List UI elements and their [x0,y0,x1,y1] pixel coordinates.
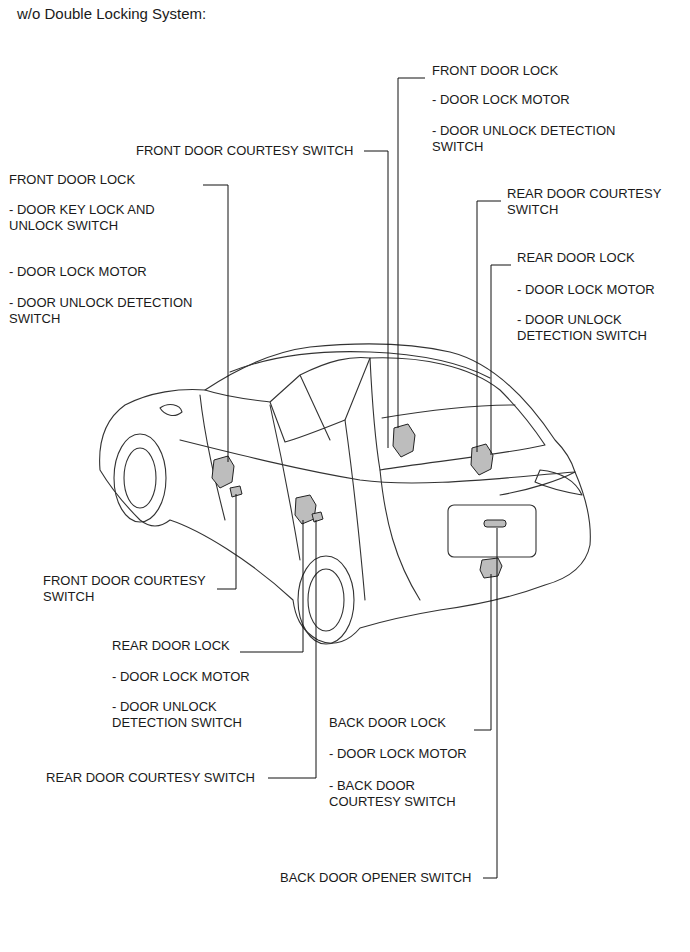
back-door-opener-switch [484,520,506,527]
tail-lamp [535,470,582,495]
part-name: REAR DOOR COURTESY SWITCH [46,770,255,786]
part-name: FRONT DOOR LOCK [432,63,558,79]
component-name: - DOOR UNLOCK DETECTION SWITCH [432,123,647,155]
front-wheel [114,434,166,522]
component-name: - DOOR UNLOCK DETECTION SWITCH [112,699,272,731]
component-name: - DOOR LOCK MOTOR [432,92,570,108]
front-door-lock-right [393,424,415,457]
rear-hatch [380,470,575,600]
leader-line [483,528,497,878]
component-name: - DOOR KEY LOCK AND UNLOCK SWITCH [9,202,194,234]
car-body [100,344,591,643]
leader-line [203,185,228,462]
part-name: FRONT DOOR COURTESY SWITCH [43,573,233,605]
component-name: - DOOR LOCK MOTOR [329,746,467,762]
side-windows [205,358,370,442]
part-name: BACK DOOR LOCK [329,715,446,731]
leader-line [364,151,388,448]
front-wheel-hub [124,448,156,508]
leader-line [217,494,236,589]
diagram-title: w/o Double Locking System: [17,5,206,23]
back-glass-divider [382,405,515,418]
component-name: - DOOR UNLOCK DETECTION SWITCH [9,295,219,327]
leader-line [268,520,316,778]
front-door-lock-left [212,456,234,488]
license-plate-area [448,505,536,557]
part-name: FRONT DOOR COURTESY SWITCH [136,143,353,159]
rear-wheel [298,556,354,644]
part-name: FRONT DOOR LOCK [9,172,135,188]
part-name: REAR DOOR LOCK [112,638,230,654]
part-name: REAR DOOR COURTESY SWITCH [507,186,682,218]
rear-window [370,358,545,470]
component-name: - DOOR UNLOCK DETECTION SWITCH [517,312,682,344]
leader-line [491,265,511,455]
side-mirror [160,405,182,416]
leader-line [477,201,501,452]
component-name: - DOOR LOCK MOTOR [112,669,250,685]
part-name: REAR DOOR LOCK [517,250,635,266]
rear-door-lock-left [295,495,316,524]
rear-door-courtesy-switch-left [312,512,323,522]
door-lines [200,395,365,600]
leader-line [240,520,303,652]
body-crease [180,440,575,483]
component-name: - BACK DOOR COURTESY SWITCH [329,778,479,810]
roof-line [230,352,490,378]
component-name: - DOOR LOCK MOTOR [9,264,147,280]
leader-line [398,78,425,428]
leader-line [474,574,491,730]
rear-wheel-hub [308,569,344,631]
rear-door-lock-right [471,444,493,475]
part-name: BACK DOOR OPENER SWITCH [280,870,471,886]
component-name: - DOOR LOCK MOTOR [517,282,655,298]
